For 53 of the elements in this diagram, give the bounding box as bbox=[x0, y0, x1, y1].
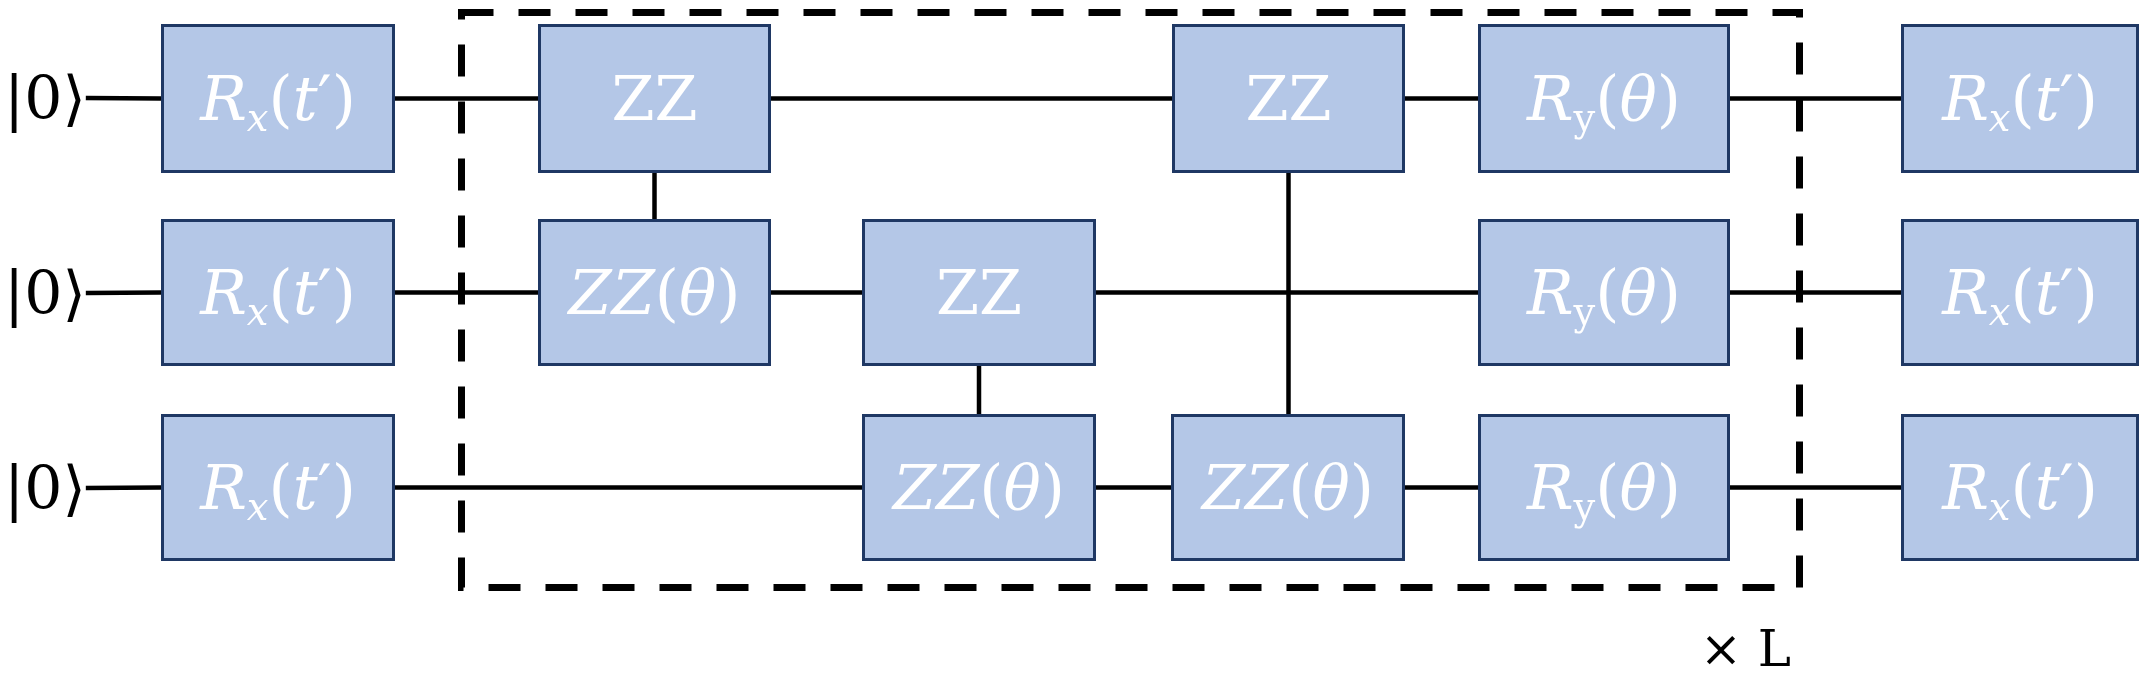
qubit-wire bbox=[1096, 485, 1171, 490]
gate-box bbox=[862, 219, 1096, 366]
gate-label: ZZ bbox=[934, 254, 1024, 331]
repeat-count-label: × L bbox=[1700, 622, 1791, 677]
gate-box bbox=[1478, 24, 1730, 173]
gate-label: R$_{x}$(t′) bbox=[198, 449, 357, 531]
gate-box bbox=[1901, 24, 2139, 173]
coupling-line bbox=[976, 366, 982, 414]
gate-label: ZZ bbox=[1244, 60, 1333, 137]
gate-label: ZZ(θ) bbox=[890, 449, 1066, 526]
gate-box bbox=[1478, 219, 1730, 366]
qubit-wire bbox=[85, 95, 161, 101]
qubit-wire bbox=[85, 290, 161, 296]
gate-box bbox=[538, 219, 771, 366]
ket-label: |0⟩ bbox=[4, 258, 86, 328]
gate-label: ZZ(θ) bbox=[566, 254, 742, 331]
gate-label: ZZ bbox=[610, 60, 699, 137]
dashed-frame bbox=[458, 9, 1803, 591]
coupling-line bbox=[652, 173, 657, 219]
gate-label: R$_{x}$(t′) bbox=[1940, 449, 2099, 531]
gate-label: R$_{x}$(t′) bbox=[1940, 60, 2099, 142]
gate-label: R$_{x}$(t′) bbox=[198, 60, 357, 142]
gate-box bbox=[161, 219, 395, 366]
gate-box bbox=[1901, 414, 2139, 561]
qubit-wire bbox=[395, 96, 538, 101]
qubit-wire bbox=[395, 485, 862, 490]
qubit-wire bbox=[395, 290, 538, 295]
qubit-wire bbox=[1730, 485, 1901, 490]
coupling-line bbox=[1286, 173, 1291, 414]
gate-label: R$_{x}$(t′) bbox=[198, 254, 357, 336]
gate-box bbox=[161, 414, 395, 561]
gate-box bbox=[1172, 24, 1405, 173]
qubit-wire bbox=[771, 96, 1172, 101]
qubit-wire bbox=[771, 290, 862, 295]
qubit-wire bbox=[1730, 290, 1901, 295]
ket-label: |0⟩ bbox=[4, 63, 86, 133]
gate-box bbox=[1478, 414, 1730, 561]
gate-label: R$_{x}$(t′) bbox=[1940, 254, 2099, 336]
ket-label: |0⟩ bbox=[4, 453, 86, 523]
gate-box bbox=[1171, 414, 1405, 561]
gate-box bbox=[862, 414, 1096, 561]
qubit-wire bbox=[1405, 485, 1478, 490]
gate-box bbox=[161, 24, 395, 173]
gate-label: ZZ(θ) bbox=[1199, 449, 1375, 526]
qubit-wire bbox=[85, 485, 161, 491]
gate-box bbox=[538, 24, 771, 173]
qubit-wire bbox=[1730, 96, 1901, 101]
gate-box bbox=[1901, 219, 2139, 366]
qubit-wire bbox=[1096, 290, 1478, 295]
gate-label: R$_{y}$(θ) bbox=[1525, 60, 1683, 142]
gate-label: R$_{y}$(θ) bbox=[1525, 449, 1683, 531]
gate-label: R$_{y}$(θ) bbox=[1525, 254, 1683, 336]
qubit-wire bbox=[1405, 96, 1478, 101]
